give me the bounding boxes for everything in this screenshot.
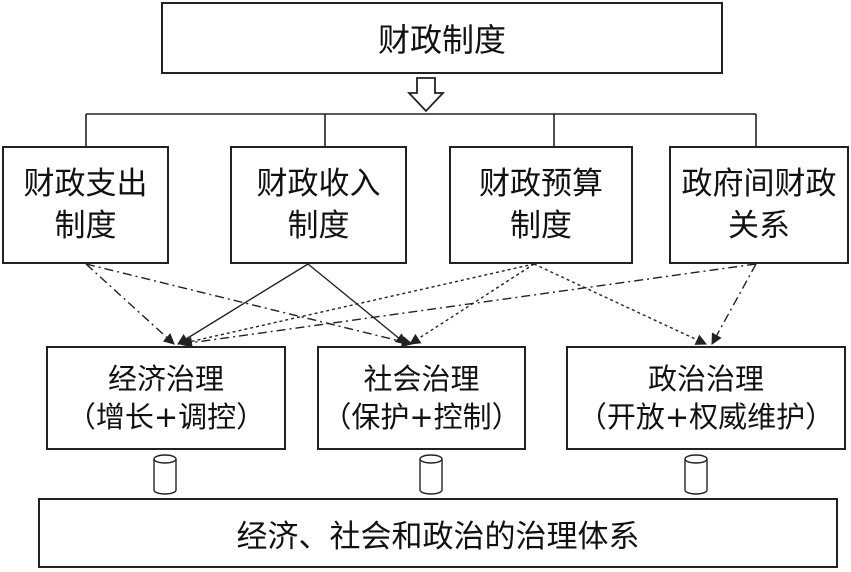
revenue-system-box: 财政收入 制度 bbox=[230, 146, 407, 264]
expenditure-line2: 制度 bbox=[54, 208, 117, 244]
expenditure-system-box: 财政支出 制度 bbox=[2, 146, 169, 264]
edge-revenue-to-economic bbox=[177, 263, 309, 345]
edge-intergov-to-political bbox=[711, 263, 757, 345]
social-governance-detail: （保护+控制） bbox=[322, 400, 521, 434]
budget-line2: 制度 bbox=[510, 208, 572, 244]
intergovernmental-line2: 关系 bbox=[728, 208, 790, 244]
hollow-down-arrow bbox=[406, 77, 446, 113]
economic-governance-box: 经济治理 （增长+调控） bbox=[46, 346, 286, 450]
budget-system-box: 财政预算 制度 bbox=[449, 146, 633, 264]
social-governance-title: 社会治理 bbox=[363, 362, 480, 396]
edge-expenditure-to-economic bbox=[85, 263, 175, 345]
edge-intergov-to-economic bbox=[180, 263, 757, 349]
edge-expenditure-to-social bbox=[85, 263, 414, 348]
cylinder-connector-economic bbox=[153, 454, 177, 495]
fiscal-system-label: 财政制度 bbox=[377, 21, 506, 59]
intergovernmental-fiscal-box: 政府间财政 关系 bbox=[669, 146, 849, 264]
edge-budget-to-economic bbox=[178, 263, 535, 348]
social-governance-box: 社会治理 （保护+控制） bbox=[317, 346, 526, 450]
cylinder-connector-political bbox=[684, 454, 708, 495]
political-governance-box: 政治治理 （开放+权威维护） bbox=[566, 346, 846, 450]
political-governance-title: 政治治理 bbox=[647, 362, 764, 396]
revenue-line2: 制度 bbox=[287, 208, 350, 244]
institution-bracket bbox=[85, 113, 757, 147]
governance-system-label: 经济、社会和政治的治理体系 bbox=[236, 518, 640, 555]
expenditure-line1: 财政支出 bbox=[23, 166, 148, 202]
economic-governance-detail: （增长+调控） bbox=[66, 400, 266, 434]
governance-system-box: 经济、社会和政治的治理体系 bbox=[38, 498, 838, 568]
economic-governance-title: 经济治理 bbox=[107, 362, 224, 396]
fiscal-system-box: 财政制度 bbox=[161, 2, 723, 74]
revenue-line1: 财政收入 bbox=[256, 166, 381, 202]
intergovernmental-line1: 政府间财政 bbox=[681, 166, 837, 202]
edge-budget-to-political bbox=[533, 263, 708, 345]
budget-line1: 财政预算 bbox=[479, 166, 603, 202]
cylinder-connector-social bbox=[419, 454, 443, 495]
political-governance-detail: （开放+权威维护） bbox=[577, 400, 835, 434]
